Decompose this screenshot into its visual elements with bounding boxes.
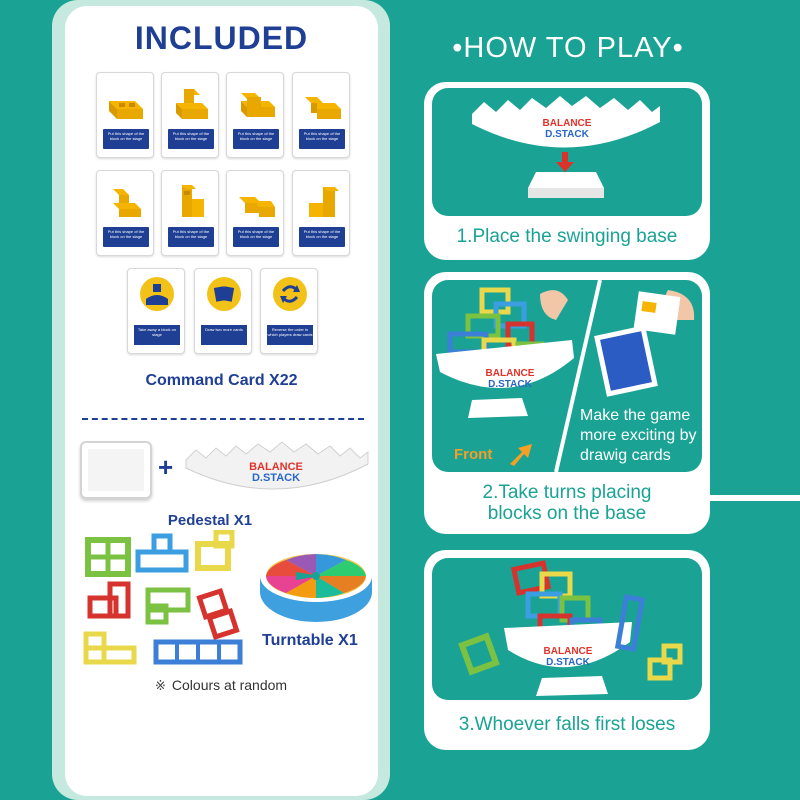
block-shape-icon [113, 189, 141, 217]
block-shape-icon [239, 197, 275, 217]
shape-card: Put this shape of the block on the stage [226, 72, 284, 158]
step-1-illustration: BALANCE D.STACK [432, 88, 702, 216]
step-3-illustration: BALANCE D.STACK [432, 558, 702, 700]
command-card-text: Take away a block on stage [134, 325, 180, 345]
balance-base-illustration [185, 441, 369, 490]
note-mark: ※ [155, 678, 166, 693]
game-logo: BALANCE D.STACK [485, 368, 535, 390]
block-shape-icon [182, 185, 204, 217]
command-card-text: Draw two more cards [201, 325, 247, 345]
shape-card: Put this shape of the block on the stage [226, 170, 284, 256]
command-card: Take away a block on stage [127, 268, 185, 354]
step-2-illustration: BALANCE D.STACK Front Make the game more… [432, 280, 702, 472]
command-card-count-label: Command Card X22 [145, 372, 298, 389]
colored-blocks-illustration [83, 530, 243, 665]
block-shape-icon [241, 93, 275, 117]
draw-cards-icon [213, 286, 235, 302]
arrow-up-right-icon [510, 444, 532, 466]
shape-card: Put this shape of the block on the stage [292, 72, 350, 158]
balance-base-drawing [472, 96, 660, 198]
falling-blocks-drawing [458, 560, 683, 696]
command-card: Draw two more cards [194, 268, 252, 354]
how-to-play-title: •HOW TO PLAY• [452, 32, 684, 64]
command-card-text: Reverse the order in which players draw … [267, 325, 313, 345]
reverse-order-icon [280, 285, 300, 303]
command-card: Reverse the order in which players draw … [260, 268, 318, 354]
shape-card-text: Put this shape of the block on the stage [299, 227, 345, 247]
section-divider [82, 418, 364, 420]
front-label: Front [454, 446, 493, 463]
shape-card-text: Put this shape of the block on the stage [299, 129, 345, 149]
shape-card-text: Put this shape of the block on the stage [168, 129, 214, 149]
shape-card: Put this shape of the block on the stage [96, 72, 154, 158]
shape-card-text: Put this shape of the block on the stage [103, 129, 149, 149]
game-logo: BALANCE D.STACK [249, 461, 303, 484]
block-shape-icon [309, 187, 339, 217]
colours-note-text: Colours at random [171, 677, 288, 693]
turntable-label: Turntable X1 [262, 632, 358, 649]
step-3-caption: 3.Whoever falls first loses [458, 714, 676, 735]
turntable-illustration [260, 550, 372, 622]
included-title: INCLUDED [134, 20, 309, 56]
shape-card: Put this shape of the block on the stage [161, 170, 219, 256]
pedestal-stand [80, 441, 152, 499]
connector-line [708, 495, 800, 501]
colours-note: ※ Colours at random [155, 677, 287, 694]
game-logo: BALANCE D.STACK [543, 646, 593, 668]
card-tip-text: Make the game more exciting by drawig ca… [580, 407, 697, 464]
shape-card-text: Put this shape of the block on the stage [168, 227, 214, 247]
stacking-drawing [436, 280, 695, 472]
remove-block-icon [146, 284, 168, 305]
plus-sign: + [158, 452, 174, 482]
shape-card: Put this shape of the block on the stage [161, 72, 219, 158]
step-2-caption: 2.Take turns placing blocks on the base [482, 482, 652, 524]
block-shape-icon [305, 97, 341, 119]
game-logo: BALANCE D.STACK [542, 118, 592, 140]
shape-card: Put this shape of the block on the stage [96, 170, 154, 256]
step-1-caption: 1.Place the swinging base [456, 226, 678, 247]
shape-card-text: Put this shape of the block on the stage [103, 227, 149, 247]
block-shape-icon [109, 101, 143, 119]
block-shape-icon [176, 89, 208, 119]
shape-card-text: Put this shape of the block on the stage [233, 227, 279, 247]
shape-card-text: Put this shape of the block on the stage [233, 129, 279, 149]
pedestal-label: Pedestal X1 [167, 512, 253, 529]
shape-card: Put this shape of the block on the stage [292, 170, 350, 256]
